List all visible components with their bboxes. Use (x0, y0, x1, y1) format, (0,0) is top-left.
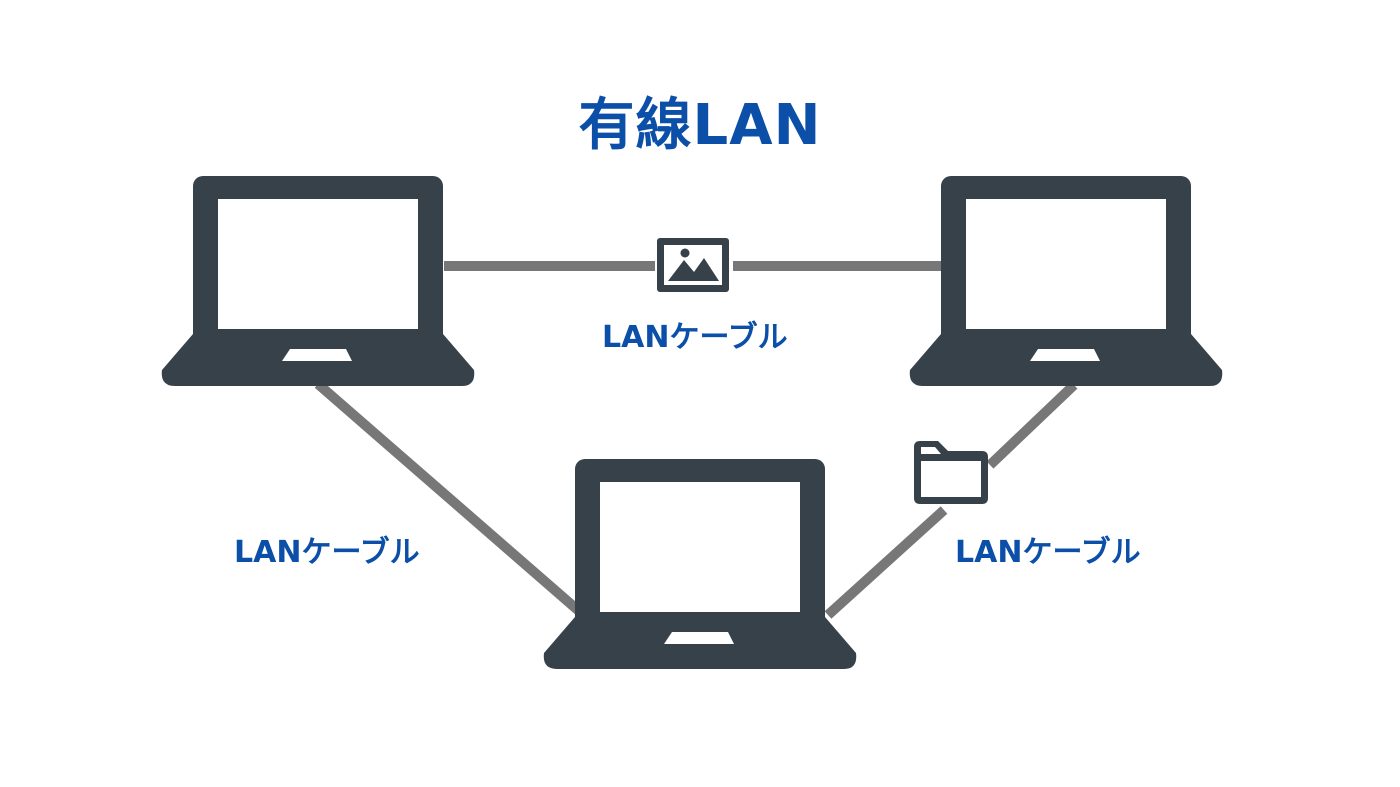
cable-right-lower (824, 506, 948, 619)
laptop-left-icon (161, 176, 475, 386)
cable-label-right: LANケーブル (955, 535, 1141, 570)
laptop-bottom-icon (543, 459, 857, 669)
image-icon (657, 238, 729, 292)
cable-label-left: LANケーブル (234, 535, 420, 570)
cable-left (314, 380, 584, 616)
cable-label-top: LANケーブル (602, 320, 788, 355)
folder-icon (914, 441, 988, 504)
cable-right-upper (986, 381, 1078, 469)
laptop-right-icon (909, 176, 1223, 386)
diagram-title: 有線LAN (578, 93, 822, 158)
